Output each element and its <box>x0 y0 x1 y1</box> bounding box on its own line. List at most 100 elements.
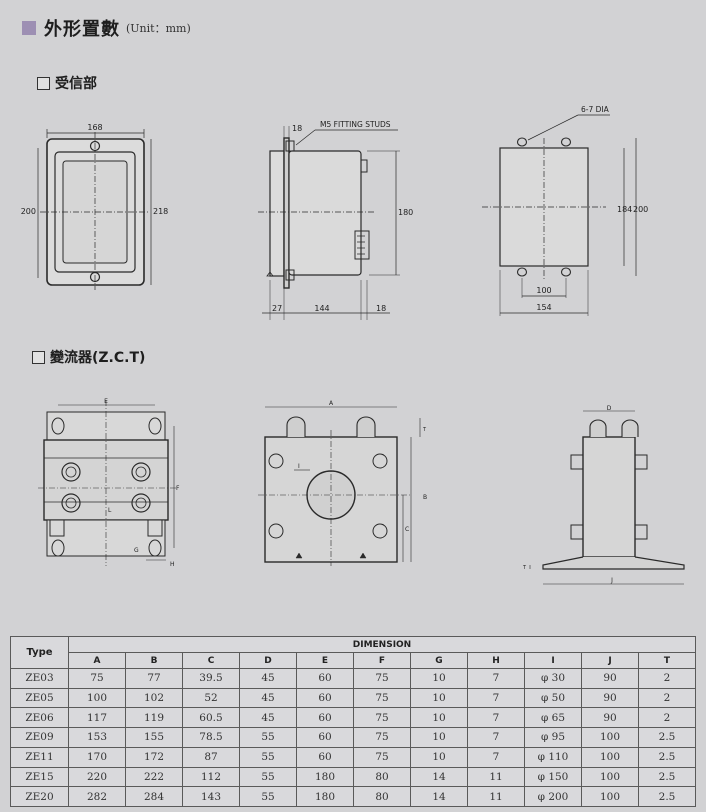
dimension-cell: 100 <box>581 766 639 788</box>
column-header: A <box>68 652 126 669</box>
dimension-cell: 2.5 <box>638 786 696 807</box>
dimension-cell: 77 <box>125 668 183 689</box>
column-header: F <box>353 652 411 669</box>
dimension-cell: 55 <box>239 746 297 768</box>
dimension-cell: φ 65 <box>524 707 582 729</box>
type-header: Type <box>10 636 69 669</box>
dimension-cell: 2 <box>638 707 696 729</box>
type-cell: ZE09 <box>10 727 69 748</box>
dimension-cell: 87 <box>182 746 240 768</box>
dimension-cell: 60 <box>296 727 354 748</box>
zct-side-label-d: D <box>607 405 612 412</box>
dimension-cell: 75 <box>353 727 411 748</box>
dimension-cell: 7 <box>467 727 525 748</box>
dimension-cell: 2.5 <box>638 746 696 768</box>
receiver-back-height-outer: 200 <box>633 205 648 214</box>
column-header: H <box>467 652 525 669</box>
title-unit: (Unit：mm) <box>126 22 191 35</box>
zct-front-label-h: H <box>170 561 175 568</box>
dimension-cell: 55 <box>239 786 297 807</box>
zct-front-label-l: L <box>108 507 112 514</box>
column-header: C <box>182 652 240 669</box>
dimension-cell: 100 <box>581 727 639 748</box>
section-receiver: 受信部 <box>37 73 97 93</box>
zct-middle-label-a: A <box>329 400 334 407</box>
receiver-side-dim-mid: 144 <box>314 304 329 313</box>
receiver-back-height-inner: 184 <box>617 205 632 214</box>
type-cell: ZE06 <box>10 707 69 729</box>
dimension-cell: 39.5 <box>182 668 240 689</box>
dimension-cell: 75 <box>353 687 411 709</box>
dimension-cell: 2.5 <box>638 766 696 788</box>
receiver-back-view <box>482 114 637 316</box>
receiver-side-height: 180 <box>398 208 413 217</box>
receiver-back-width: 154 <box>536 303 551 312</box>
zct-middle-label-c: C <box>405 526 409 533</box>
dimension-cell: 170 <box>68 746 126 768</box>
dimension-cell: 7 <box>467 668 525 689</box>
zct-front-label-g: G <box>134 547 139 554</box>
dimension-cell: 78.5 <box>182 727 240 748</box>
dimension-cell: 80 <box>353 786 411 807</box>
dimension-cell: 100 <box>68 687 126 709</box>
zct-front-label-f: F <box>176 485 180 492</box>
dimension-cell: 75 <box>353 746 411 768</box>
dimension-cell: φ 150 <box>524 766 582 788</box>
column-header: I <box>524 652 582 669</box>
dimension-cell: φ 30 <box>524 668 582 689</box>
type-cell: ZE05 <box>10 687 69 709</box>
column-header: E <box>296 652 354 669</box>
dimension-cell: 90 <box>581 687 639 709</box>
dimension-cell: 75 <box>353 707 411 729</box>
dimension-cell: 45 <box>239 668 297 689</box>
dimension-cell: 45 <box>239 687 297 709</box>
dimension-cell: 60.5 <box>182 707 240 729</box>
dimension-cell: 153 <box>68 727 126 748</box>
dimension-cell: φ 200 <box>524 786 582 807</box>
receiver-side-dim-right: 18 <box>376 304 386 313</box>
section-box-icon <box>37 76 50 90</box>
dimension-cell: 2 <box>638 668 696 689</box>
receiver-front-view <box>37 129 152 290</box>
receiver-front-height-right: 218 <box>153 207 168 216</box>
title-square-icon <box>22 21 36 35</box>
dimension-cell: 7 <box>467 746 525 768</box>
zct-side-view <box>529 410 685 585</box>
type-cell: ZE03 <box>10 668 69 689</box>
dimension-cell: 2.5 <box>638 727 696 748</box>
table-group-header-row: Type DIMENSION <box>10 636 696 669</box>
dimension-cell: 90 <box>581 707 639 729</box>
zct-front-label-e: E <box>104 398 108 405</box>
section-receiver-label: 受信部 <box>55 76 97 92</box>
dimension-cell: 180 <box>296 786 354 807</box>
dimension-cell: 100 <box>581 746 639 768</box>
column-header: D <box>239 652 297 669</box>
dimension-cell: 143 <box>182 786 240 807</box>
dimension-cell: 10 <box>410 687 468 709</box>
dimension-cell: 10 <box>410 727 468 748</box>
technical-drawings: 168 200 218 18 M5 FITTING STUDS 180 27 1… <box>21 105 685 585</box>
title-text: 外形置數 <box>44 19 120 40</box>
dimension-cell: 60 <box>296 707 354 729</box>
dimension-cell: 2 <box>638 687 696 709</box>
dimension-cell: 172 <box>125 746 183 768</box>
dimension-cell: 55 <box>239 727 297 748</box>
column-header: G <box>410 652 468 669</box>
zct-middle-label-i: I <box>298 463 300 470</box>
dimension-cell: 100 <box>581 786 639 807</box>
receiver-side-view <box>258 126 400 320</box>
dimension-cell: 45 <box>239 707 297 729</box>
dimension-cell: 282 <box>68 786 126 807</box>
receiver-side-top-dim: 18 <box>292 124 302 133</box>
dimension-cell: 10 <box>410 746 468 768</box>
column-header: B <box>125 652 183 669</box>
dimension-cell: 90 <box>581 668 639 689</box>
dimension-cell: 60 <box>296 668 354 689</box>
